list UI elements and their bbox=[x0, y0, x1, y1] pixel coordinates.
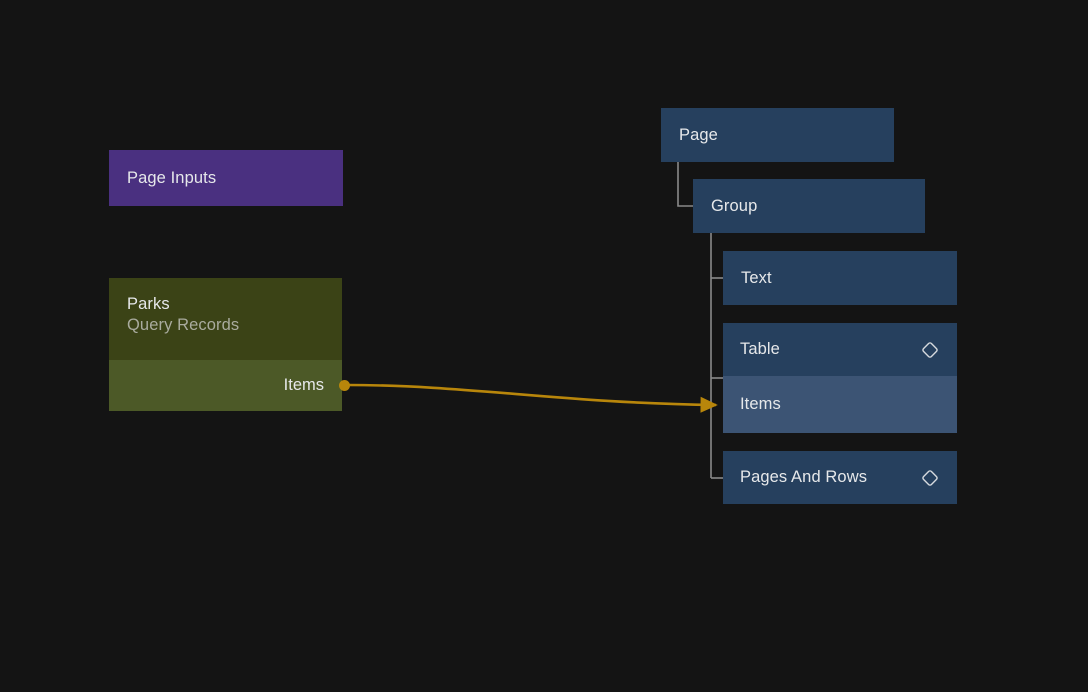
diamond-icon[interactable] bbox=[920, 468, 940, 488]
node-page-inputs[interactable]: Page Inputs bbox=[109, 150, 343, 206]
node-parks-title: Parks bbox=[127, 295, 170, 313]
node-table-title: Table bbox=[740, 340, 780, 359]
node-group-header: Group bbox=[693, 179, 925, 233]
node-table-items-row[interactable]: Items bbox=[723, 376, 957, 433]
diamond-icon[interactable] bbox=[920, 340, 940, 360]
node-parks-output-port-dot[interactable] bbox=[338, 379, 350, 391]
node-pages-and-rows-header[interactable]: Pages And Rows bbox=[723, 451, 957, 504]
tree-line-page-group bbox=[677, 162, 693, 207]
node-pages-and-rows-title: Pages And Rows bbox=[740, 468, 868, 487]
node-parks-output-port-label: Items bbox=[283, 376, 324, 394]
node-page-header: Page bbox=[661, 108, 894, 162]
node-parks-subtitle: Query Records bbox=[127, 315, 240, 334]
node-group-title: Group bbox=[711, 196, 758, 215]
node-text-header: Text bbox=[723, 251, 957, 305]
node-text-title: Text bbox=[741, 268, 772, 287]
node-text[interactable]: Text bbox=[723, 251, 957, 305]
node-parks-header: Parks Query Records bbox=[109, 278, 342, 360]
node-group[interactable]: Group bbox=[693, 179, 925, 233]
node-parks[interactable]: Parks Query Records Items bbox=[109, 278, 342, 411]
node-parks-output-row[interactable]: Items bbox=[109, 360, 342, 411]
node-table-items-label: Items bbox=[740, 395, 781, 414]
node-page-inputs-title: Page Inputs bbox=[127, 168, 217, 187]
node-page[interactable]: Page bbox=[661, 108, 894, 162]
node-table-header[interactable]: Table bbox=[723, 323, 957, 376]
node-page-inputs-header: Page Inputs bbox=[109, 150, 343, 206]
node-table[interactable]: Table Items bbox=[723, 323, 957, 433]
edge-parks-items-to-table-items[interactable] bbox=[345, 383, 718, 413]
node-page-title: Page bbox=[679, 125, 718, 144]
node-pages-and-rows[interactable]: Pages And Rows bbox=[723, 451, 957, 504]
